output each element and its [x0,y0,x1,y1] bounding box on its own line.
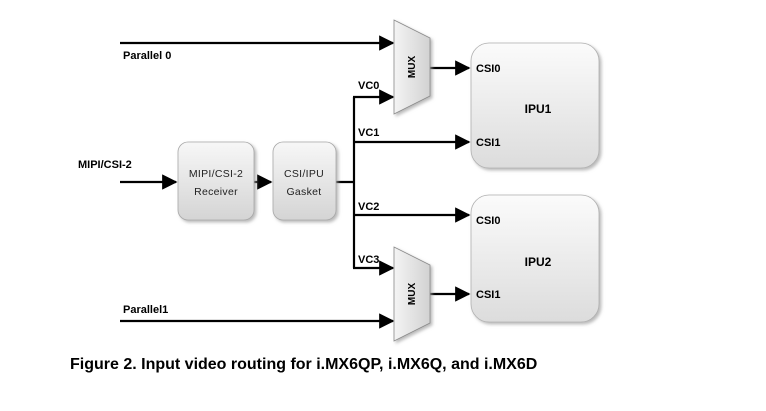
ipu1-title: IPU1 [525,102,552,116]
vc3-label: VC3 [358,254,379,266]
ipu2-title: IPU2 [525,255,552,269]
ipu2-block [470,194,600,323]
routing-diagram: MUX MUX MIPI/CSI-2 Receiver CSI/IPU Gask… [78,19,600,342]
vc1-label: VC1 [358,127,379,139]
parallel1-label: Parallel1 [123,304,168,316]
mux-top-label: MUX [407,56,418,79]
mux-bottom [393,246,431,342]
mux-top [393,19,431,115]
ipu2-csi0-port: CSI0 [476,215,500,227]
ipu1-csi0-port: CSI0 [476,63,500,75]
mipi-csi2-label: MIPI/CSI-2 [78,159,132,171]
csi-ipu-gasket-block [272,141,337,221]
ipu1-csi1-port: CSI1 [476,137,500,149]
vc0-label: VC0 [358,80,379,92]
gasket-label-line1: CSI/IPU [284,168,324,180]
parallel0-label: Parallel 0 [123,50,171,62]
receiver-label-line2: Receiver [194,186,238,198]
mux-bottom-label: MUX [407,283,418,306]
gasket-label-line2: Gasket [286,186,321,198]
mipi-receiver-block [177,141,255,221]
figure-caption: Figure 2. Input video routing for i.MX6Q… [70,356,538,373]
ipu1-block [470,42,600,169]
receiver-label-line1: MIPI/CSI-2 [189,168,243,180]
vc2-label: VC2 [358,201,379,213]
ipu2-csi1-port: CSI1 [476,289,500,301]
